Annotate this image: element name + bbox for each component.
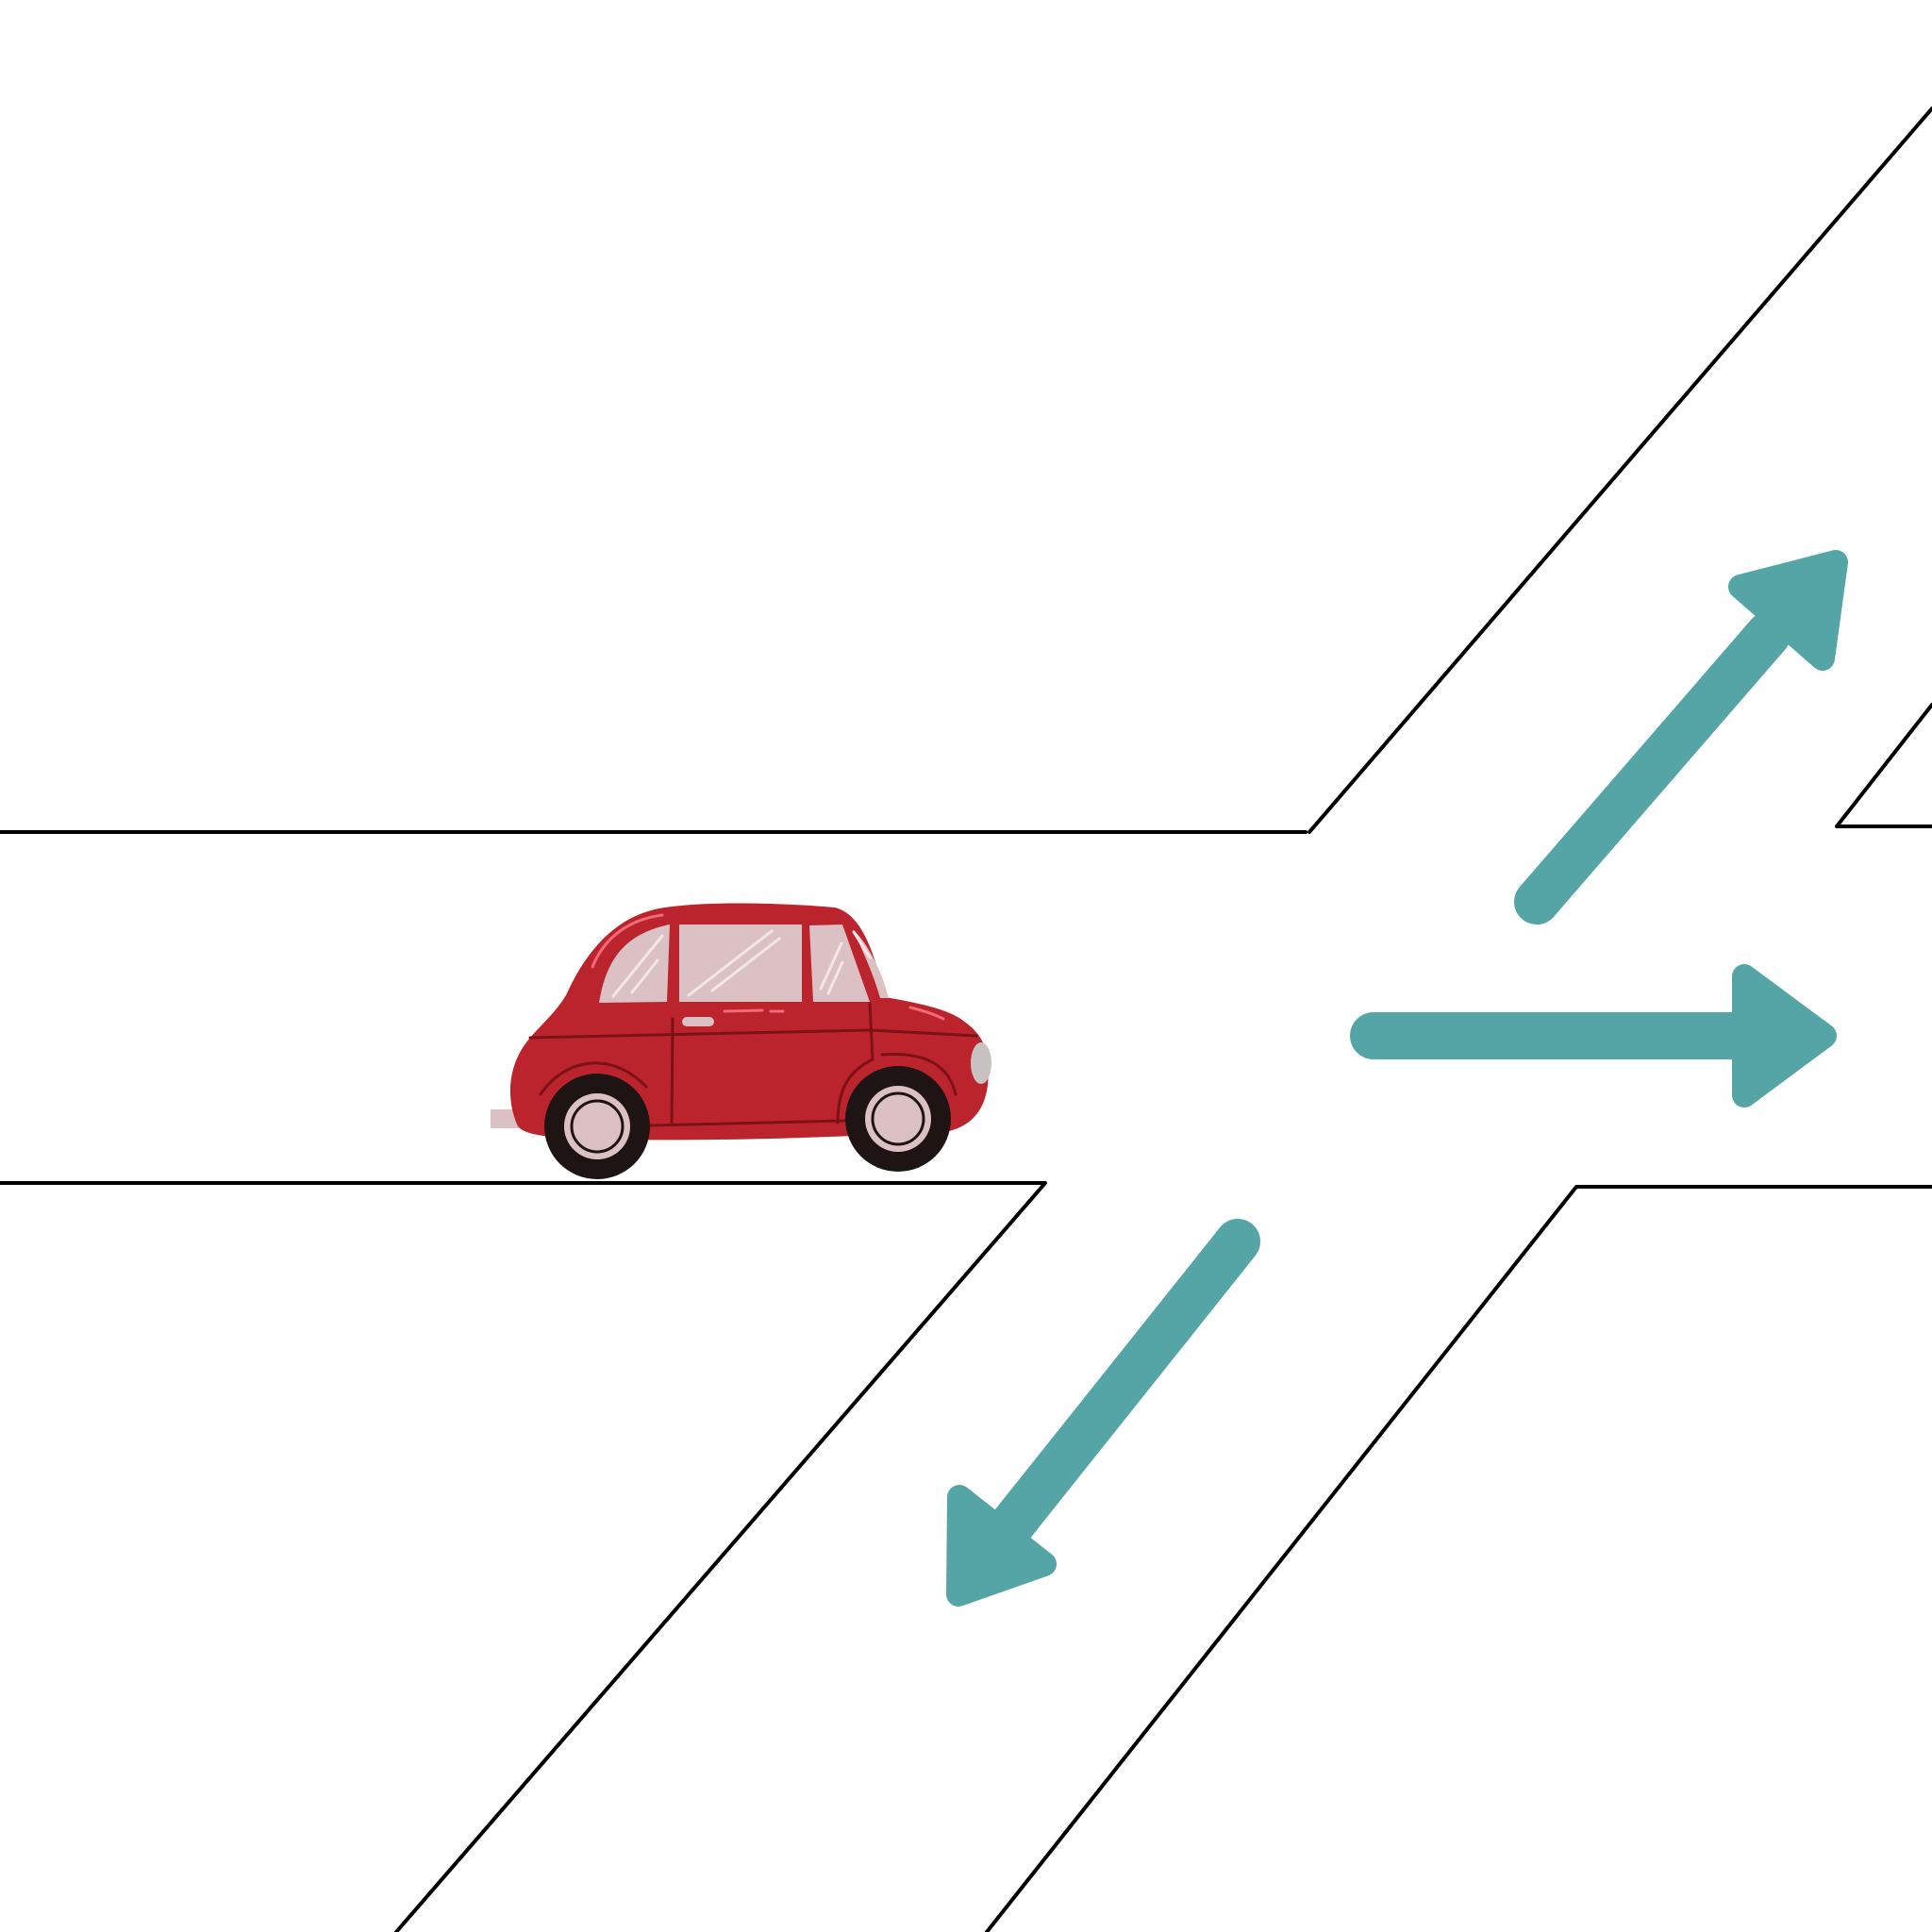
road-edges <box>0 107 1932 1932</box>
car-rear-window <box>599 924 670 1003</box>
arrow-down-left-icon <box>946 1219 1260 1607</box>
upper-branch-right-edge <box>1835 703 1932 828</box>
upper-branch-left-edge <box>1307 107 1932 834</box>
car-front-wheel <box>845 1066 951 1172</box>
car-headlight <box>971 1042 991 1084</box>
car-trim-lines <box>528 1002 978 1127</box>
car-rear-bumper <box>491 1109 519 1128</box>
car-rear-wheel <box>544 1074 650 1179</box>
car-icon <box>491 903 991 1179</box>
right-road-bottom-edge <box>985 1185 1932 1932</box>
car-door-handle <box>682 1017 714 1026</box>
main-road-bottom-edge <box>0 1181 1047 1932</box>
car-highlights <box>591 913 945 1021</box>
direction-arrows <box>946 550 1848 1607</box>
arrow-right-icon <box>1350 964 1837 1108</box>
car-window-glints <box>611 929 872 998</box>
arrow-up-right-icon <box>1514 550 1848 924</box>
car-middle-window <box>679 924 802 1002</box>
